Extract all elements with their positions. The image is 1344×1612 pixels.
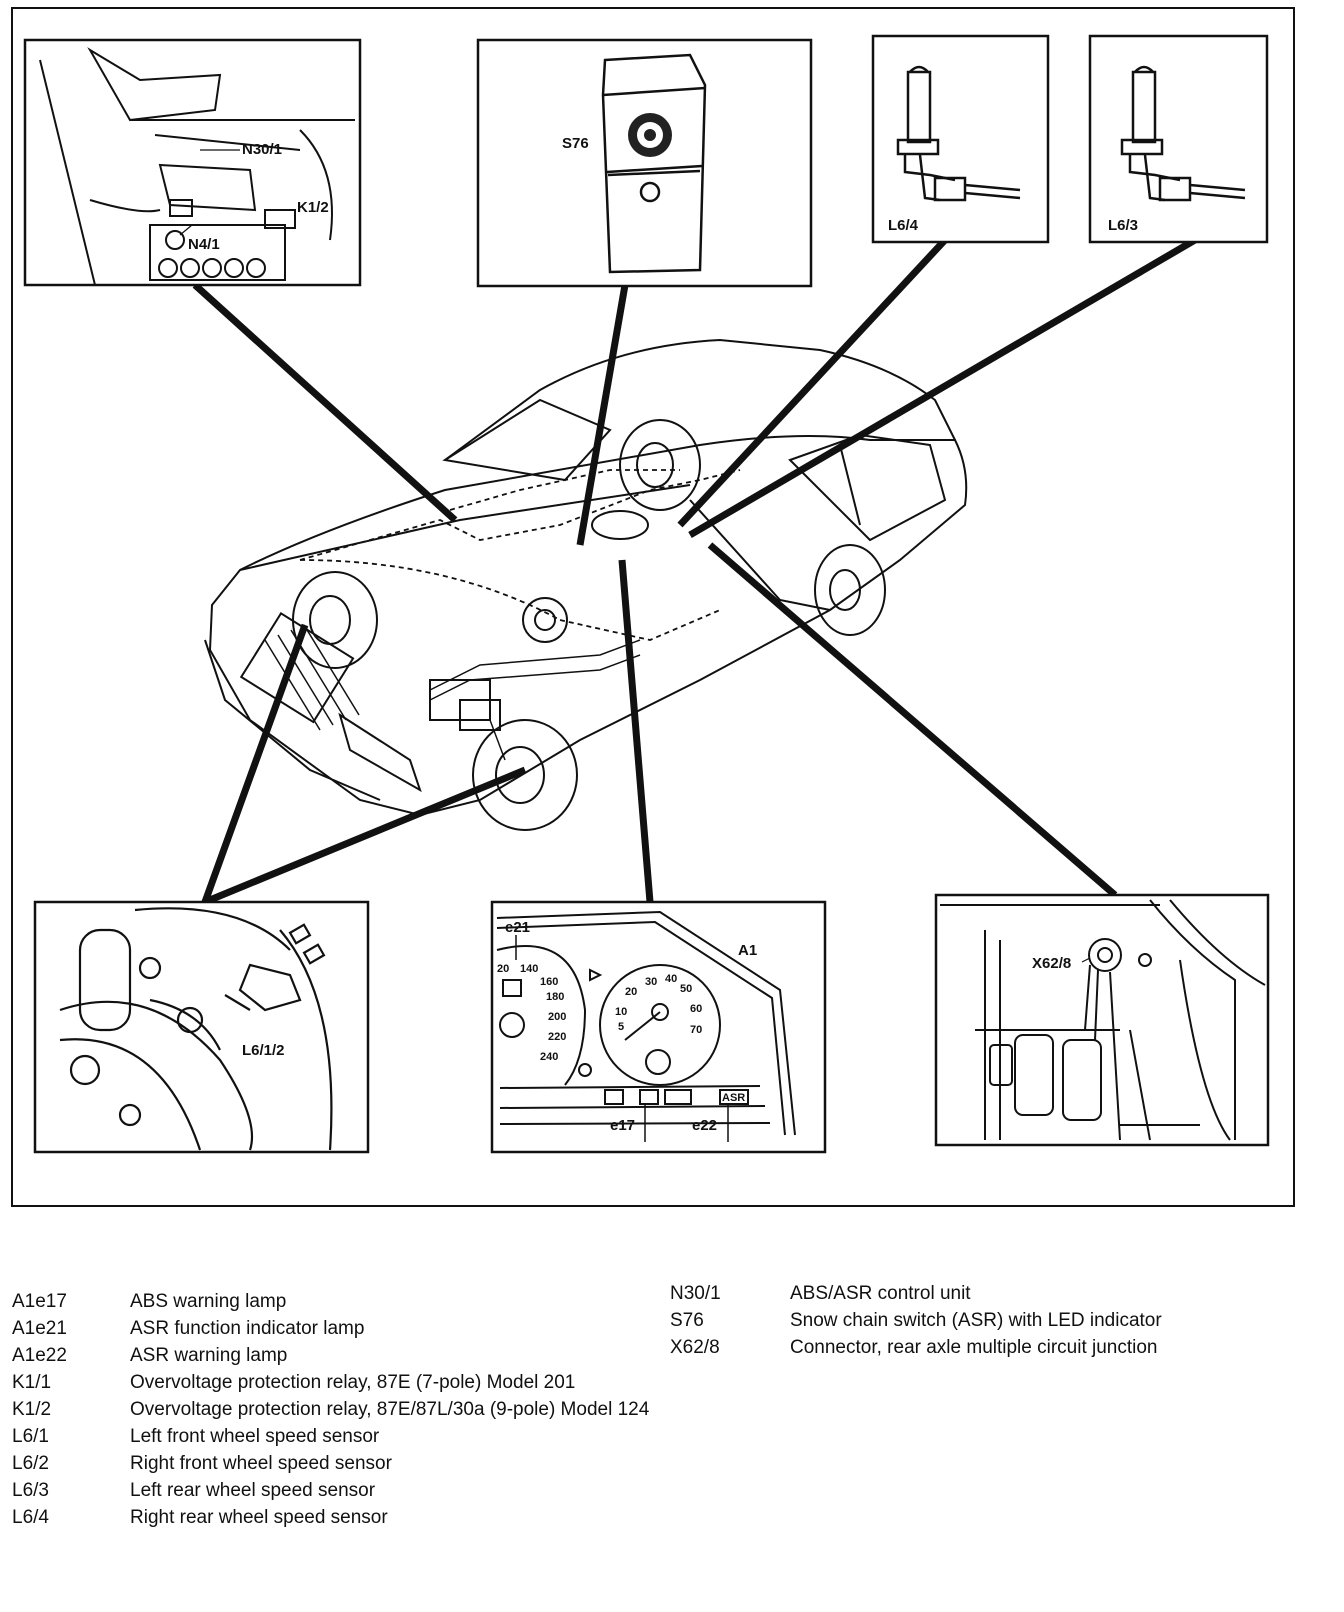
inset-left-rear-sensor: L6/3 bbox=[1088, 34, 1269, 244]
speedo-tick-140: 140 bbox=[520, 963, 538, 975]
tacho-tick-10: 10 bbox=[615, 1006, 627, 1018]
legend-code: L6/3 bbox=[12, 1480, 49, 1501]
legend-row: A1e17 ABS warning lamp bbox=[12, 1288, 652, 1315]
legend-code: K1/2 bbox=[12, 1399, 52, 1420]
inset-snow-chain-switch: S76 bbox=[476, 38, 813, 288]
legend-row: X62/8 Connector, rear axle multiple circu… bbox=[670, 1334, 1330, 1361]
inset-rear-axle-connector: X62/8 bbox=[934, 893, 1270, 1147]
legend-desc: Connector, rear axle multiple circuit ju… bbox=[790, 1337, 1158, 1358]
tacho-tick-30: 30 bbox=[645, 976, 657, 988]
inset-engine-compartment: N30/1 K1/2 N4/1 bbox=[23, 38, 362, 287]
speedo-tick-200: 200 bbox=[548, 1011, 566, 1023]
legend-desc: ABS/ASR control unit bbox=[790, 1283, 971, 1304]
legend-code: X62/8 bbox=[670, 1337, 720, 1358]
legend-row: K1/2 Overvoltage protection relay, 87E/87… bbox=[12, 1396, 652, 1423]
legend-row: A1e22 ASR warning lamp bbox=[12, 1342, 652, 1369]
legend-row: L6/2 Right front wheel speed sensor bbox=[12, 1450, 652, 1477]
legend-desc: Left front wheel speed sensor bbox=[130, 1426, 380, 1447]
legend-row: S76 Snow chain switch (ASR) with LED indi… bbox=[670, 1307, 1330, 1334]
inset-right-rear-sensor: L6/4 bbox=[871, 34, 1050, 244]
tacho-tick-40: 40 bbox=[665, 973, 677, 985]
legend-code: L6/1 bbox=[12, 1426, 49, 1447]
leader-lines bbox=[192, 236, 1197, 906]
tacho-tick-50: 50 bbox=[680, 983, 692, 995]
label-e21: e21 bbox=[505, 919, 530, 936]
legend-row: L6/3 Left rear wheel speed sensor bbox=[12, 1477, 652, 1504]
legend-row: N30/1 ABS/ASR control unit bbox=[670, 1280, 1330, 1307]
label-e17: e17 bbox=[610, 1117, 635, 1134]
speedo-tick-240: 240 bbox=[540, 1051, 558, 1063]
legend-row: K1/1 Overvoltage protection relay, 87E (7… bbox=[12, 1369, 652, 1396]
abs-asr-component-locator-diagram: N30/1 K1/2 N4/1 S76 L6/4 bbox=[11, 7, 1295, 1207]
inset-instrument-cluster: e21 A1 e17 e22 20 140 160 180 200 220 24… bbox=[490, 900, 827, 1154]
legend-desc: Left rear wheel speed sensor bbox=[130, 1480, 376, 1501]
label-x62-8: X62/8 bbox=[1032, 955, 1071, 972]
legend-code: K1/1 bbox=[12, 1372, 52, 1393]
label-l6-1-2: L6/1/2 bbox=[242, 1042, 285, 1059]
speedo-tick-20: 20 bbox=[497, 963, 509, 975]
inset-front-wheel-sensor: L6/1/2 bbox=[33, 900, 370, 1154]
legend-code: L6/2 bbox=[12, 1453, 49, 1474]
legend-left: A1e17 ABS warning lamp A1e21 ASR function … bbox=[12, 1288, 652, 1531]
label-a1: A1 bbox=[738, 942, 757, 959]
label-l6-4: L6/4 bbox=[888, 217, 919, 234]
legend-code: A1e21 bbox=[12, 1318, 67, 1339]
legend-desc: Overvoltage protection relay, 87E/87L/30… bbox=[130, 1399, 650, 1420]
tacho-tick-60: 60 bbox=[690, 1003, 702, 1015]
diagram-frame bbox=[11, 7, 1295, 1207]
label-n30-1: N30/1 bbox=[242, 141, 282, 158]
legend-desc: Right front wheel speed sensor bbox=[130, 1453, 392, 1474]
label-e22: e22 bbox=[692, 1117, 717, 1134]
legend-desc: Overvoltage protection relay, 87E (7-pol… bbox=[130, 1372, 576, 1393]
speedo-tick-180: 180 bbox=[546, 991, 564, 1003]
tacho-tick-20: 20 bbox=[625, 986, 637, 998]
tacho-tick-5: 5 bbox=[618, 1021, 624, 1033]
legend-code: A1e17 bbox=[12, 1291, 67, 1312]
legend-desc: Snow chain switch (ASR) with LED indicat… bbox=[790, 1310, 1162, 1331]
legend-code: S76 bbox=[670, 1310, 704, 1331]
tacho-tick-70: 70 bbox=[690, 1024, 702, 1036]
legend-desc: ASR function indicator lamp bbox=[130, 1318, 365, 1339]
asr-lamp-label: ASR bbox=[722, 1092, 745, 1104]
legend-code: A1e22 bbox=[12, 1345, 67, 1366]
legend-desc: ASR warning lamp bbox=[130, 1345, 288, 1366]
brake-lines bbox=[429, 639, 641, 761]
label-n4-1: N4/1 bbox=[188, 236, 220, 253]
label-k1-2: K1/2 bbox=[297, 199, 329, 216]
legend-code: N30/1 bbox=[670, 1283, 721, 1304]
speedo-tick-160: 160 bbox=[540, 976, 558, 988]
legend-row: L6/1 Left front wheel speed sensor bbox=[12, 1423, 652, 1450]
label-s76: S76 bbox=[562, 135, 589, 152]
legend-code: L6/4 bbox=[12, 1507, 49, 1528]
legend-row: L6/4 Right rear wheel speed sensor bbox=[12, 1504, 652, 1531]
label-l6-3: L6/3 bbox=[1108, 217, 1138, 234]
legend-desc: ABS warning lamp bbox=[130, 1291, 287, 1312]
car-illustration bbox=[204, 338, 968, 831]
legend-row: A1e21 ASR function indicator lamp bbox=[12, 1315, 652, 1342]
speedo-tick-220: 220 bbox=[548, 1031, 566, 1043]
legend-right: N30/1 ABS/ASR control unit S76 Snow chain … bbox=[670, 1280, 1330, 1361]
legend-desc: Right rear wheel speed sensor bbox=[130, 1507, 388, 1528]
wiring-harness bbox=[299, 469, 741, 641]
